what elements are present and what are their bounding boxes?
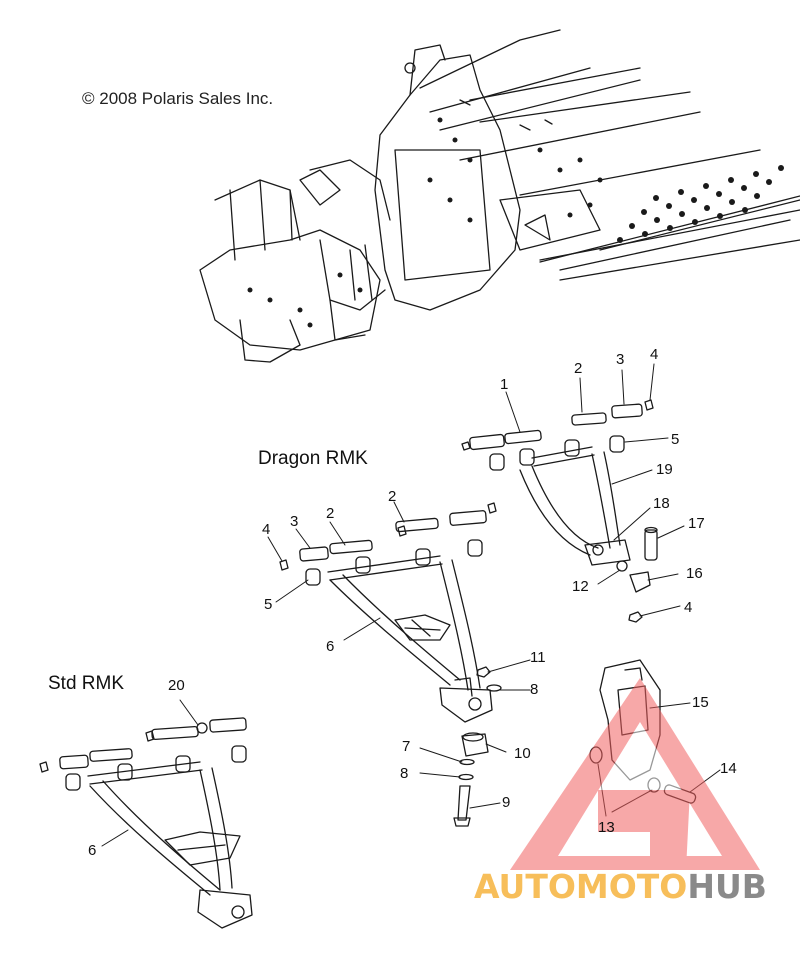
watermark-part-auto: AUTO [474,867,576,906]
callout-5: 5 [671,431,680,448]
callout-13: 13 [598,819,615,836]
watermark-part-moto: MOTO [575,867,688,906]
section-label-dragon-rmk: Dragon RMK [258,448,368,469]
callout-6: 6 [326,638,335,655]
chassis-frame [199,29,800,363]
callout-8: 8 [530,681,539,698]
callout-6: 6 [88,842,97,859]
callout-2: 2 [388,488,397,505]
callout-20: 20 [168,677,185,694]
dragon-lower-arm [279,502,502,827]
callout-19: 19 [656,461,673,478]
callout-18: 18 [653,495,670,512]
callout-2: 2 [574,360,583,377]
callout-9: 9 [502,794,511,811]
watermark-part-hub: HUB [687,867,767,906]
callout-2: 2 [326,505,335,522]
watermark-text: AUTOMOTOHUB [474,870,767,903]
callout-4: 4 [650,346,659,363]
section-label-std-rmk: Std RMK [48,673,125,694]
callout-17: 17 [688,515,705,532]
callout-15: 15 [692,694,709,711]
copyright-notice: © 2008 Polaris Sales Inc. [82,89,274,108]
callout-14: 14 [720,760,737,777]
callout-4: 4 [262,521,271,538]
dragon-upper-arm [461,399,658,623]
callout-1: 1 [500,376,509,393]
callout-4: 4 [684,599,693,616]
callout-16: 16 [686,565,703,582]
callout-8: 8 [400,765,409,782]
std-arm [39,717,253,929]
callout-11: 11 [530,649,546,666]
callout-10: 10 [514,745,531,762]
watermark-triangle [510,678,760,870]
callout-3: 3 [616,351,625,368]
callout-7: 7 [402,738,411,755]
callout-12: 12 [572,578,589,595]
callout-5: 5 [264,596,273,613]
callout-3: 3 [290,513,299,530]
